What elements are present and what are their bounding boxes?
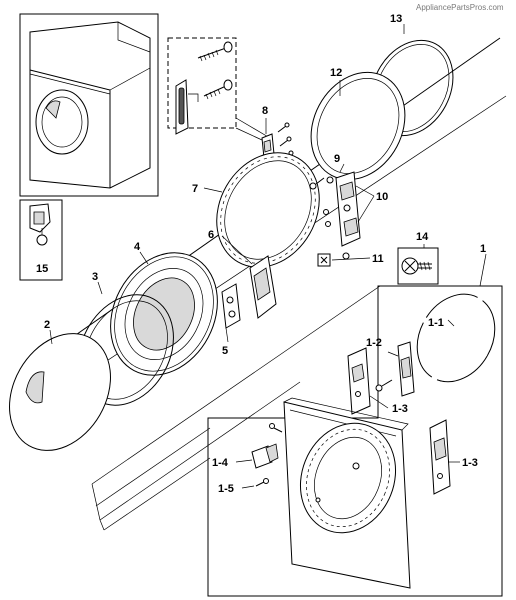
callout-labels: 13 12 8 9 10 7 6 4 3 2 5 11 14 1 1-1 1-2… [36, 13, 486, 495]
inner-door-4 [110, 251, 218, 376]
watermark: AppliancePartsPros.com [416, 3, 504, 12]
door-glass-12 [310, 71, 406, 181]
door-latch-6 [221, 235, 277, 319]
callout-13: 13 [390, 13, 402, 25]
screw-14-inset [397, 244, 439, 285]
screw-icon [197, 41, 233, 62]
screw-icon [269, 423, 283, 433]
ring-1-1 [416, 293, 496, 383]
callout-1-2: 1-2 [366, 337, 382, 349]
callout-9: 9 [334, 153, 340, 165]
screw-icon [309, 177, 325, 190]
hinge-bracket-8 [261, 118, 294, 161]
door-frame-7 [203, 152, 320, 268]
screw-icon [325, 221, 331, 227]
callout-4: 4 [134, 241, 141, 253]
hinge-plate-1-3 [347, 347, 371, 415]
callout-1-3-right: 1-3 [462, 457, 478, 469]
callout-1-1: 1-1 [428, 317, 444, 329]
callout-8: 8 [262, 105, 268, 117]
callout-12: 12 [330, 67, 342, 79]
callout-1: 1 [480, 243, 486, 255]
front-panel-assembly-inset [207, 253, 503, 597]
screw-11 [317, 252, 371, 267]
appliance-overview-inset [19, 13, 159, 197]
switch-1-4 [235, 423, 283, 469]
hinge-assembly-10 [309, 163, 375, 247]
bracket-1-2 [375, 341, 415, 397]
screw-icon [326, 176, 334, 184]
callout-5: 5 [222, 345, 228, 357]
callout-11: 11 [372, 253, 384, 265]
screw-1-5 [241, 478, 269, 489]
screw-icon [323, 209, 329, 215]
callout-2: 2 [44, 319, 50, 331]
screw-icon [279, 136, 292, 147]
outer-door-2 [9, 329, 111, 451]
callout-1-5: 1-5 [218, 483, 234, 495]
screws-inset [167, 37, 271, 141]
screw-icon [375, 379, 393, 392]
callout-3: 3 [92, 271, 98, 283]
hinge-plate-1-3-right [429, 419, 451, 495]
latch-screws-5 [221, 283, 241, 343]
part-15-inset [19, 199, 63, 281]
callout-15: 15 [36, 263, 48, 275]
front-panel [283, 397, 411, 589]
screw-icon [203, 79, 233, 100]
callout-14: 14 [416, 231, 429, 243]
callout-6: 6 [208, 229, 214, 241]
callout-10: 10 [376, 191, 388, 203]
screw-icon [277, 122, 290, 133]
callout-7: 7 [192, 183, 198, 195]
callout-1-4: 1-4 [212, 457, 229, 469]
callout-1-3: 1-3 [392, 403, 408, 415]
